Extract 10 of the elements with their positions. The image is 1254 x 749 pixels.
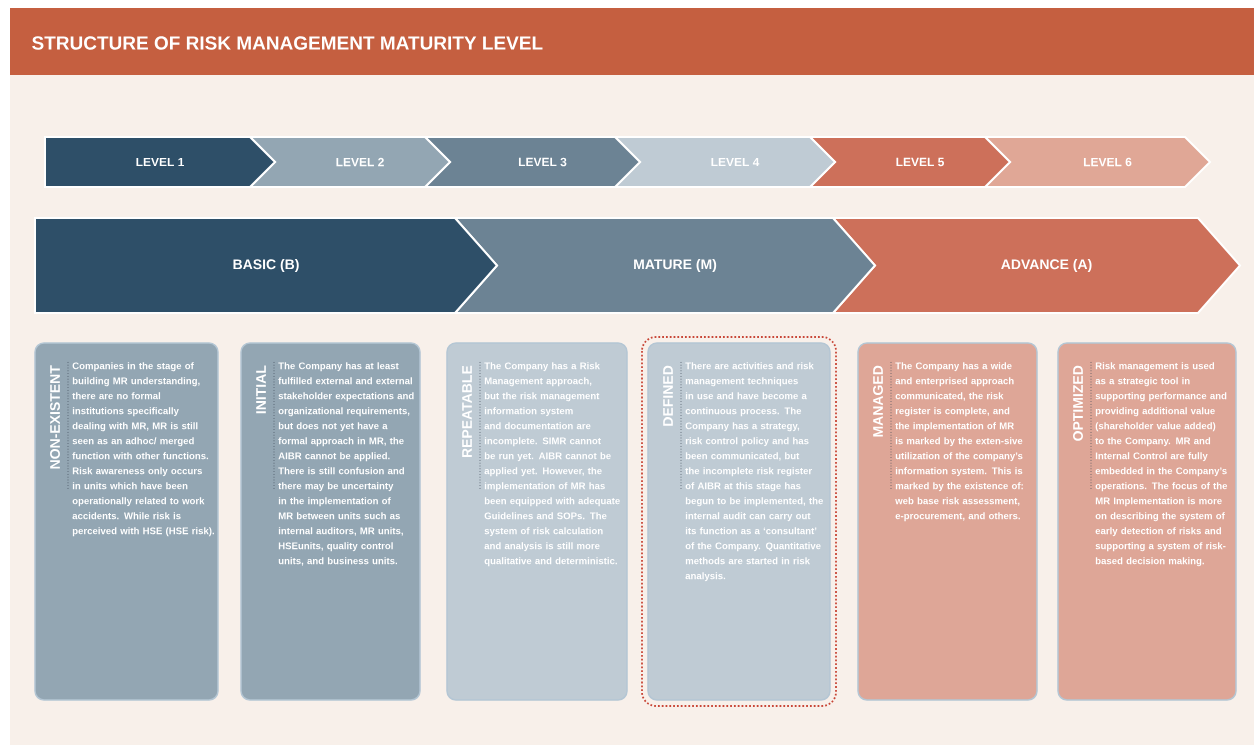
- header-band: STRUCTURE OF RISK MANAGEMENT MATURITY LEVEL: [10, 8, 1254, 75]
- description-card: DEFINED There are activities and risk management techniques in use and have become a continuous process. The Company has a strategy, risk control policy and has been communicated, but the incomplete risk register of AIBR at this stage has begun to be implemented, the internal audit can carry out its function as a ‘consultant’ of the Company. Quantitative methods are started in risk analysis.: [647, 342, 831, 701]
- description-card: REPEATABLE The Company has a Risk Management approach, but the risk management information system and documentation are incomplete. SIMR cannot be run yet. AIBR cannot be applied yet. However, the implementation of MR has been equipped with adequate Guidelines and SOPs. The system of risk calculation and analysis is still more qualitative and deterministic.: [446, 342, 628, 701]
- description-card: MANAGED The Company has a wide and enterprised approach communicated, the risk register is complete, and the implementation of MR is marked by the exten-sive utilization of the company’s information system. This is marked by the existence of: web base risk assessment, e-procurement, and others.: [857, 342, 1038, 701]
- description-card: NON-EXISTENT Companies in the stage of building MR understanding, there are no formal institutions specifically dealing with MR, MR is still seen as an adhoc/ merged function with other functions. Risk awareness only occurs in units which have been operationally related to work accidents. While risk is perceived with HSE (HSE risk).: [34, 342, 219, 701]
- description-card: OPTIMIZED Risk management is used as a strategic tool in supporting performance and providing additional value (shareholder value added) to the Company. MR and Internal Control are fully embedded in the Company’s operations. The focus of the MR Implementation is more on describing the system of early detection of risks and supporting a system of risk-based decision making.: [1057, 342, 1237, 701]
- stage-banner: LEVEL 1: [44, 136, 277, 188]
- description-card: INITIAL The Company has at least fulfilled external and external stakeholder expectations and organizational requirements, but does not yet have a formal approach in MR, the AIBR cannot be applied. There is still confusion and there may be uncertainty in the implementation of MR between units such as internal auditors, MR units, HSEunits, quality control units, and business units.: [240, 342, 421, 701]
- stage-banner: ADVANCE (A): [830, 217, 1242, 314]
- stage-banner: BASIC (B): [34, 217, 499, 314]
